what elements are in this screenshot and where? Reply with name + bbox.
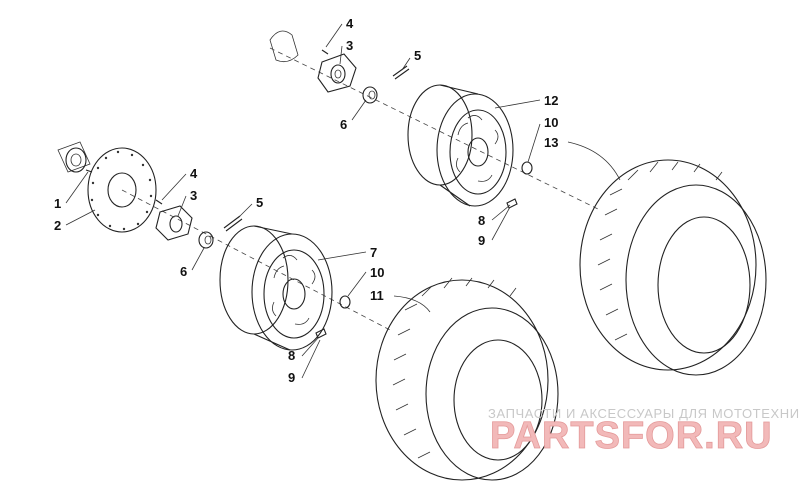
- callout-front-5: 5: [414, 48, 421, 63]
- callout-rear-2: 2: [54, 218, 61, 233]
- callout-rear-5: 5: [256, 195, 263, 210]
- callout-rear-6: 6: [180, 264, 187, 279]
- callout-rear-4: 4: [190, 166, 198, 181]
- lower-cotter-pin: [223, 215, 243, 232]
- callout-rear-11: 11: [370, 288, 384, 303]
- callout-labels: 4 3 5 6 12 10 13 8 9 1 2 4 3 5 6 7 10 11…: [54, 16, 558, 385]
- lower-stud: [155, 199, 163, 205]
- lower-bearing-housing: [57, 141, 91, 173]
- callout-front-6: 6: [340, 117, 347, 132]
- callout-rear-3: 3: [190, 188, 197, 203]
- upper-nut: [362, 86, 378, 104]
- callout-rear-1: 1: [54, 196, 61, 211]
- upper-lug-nut: [521, 161, 533, 175]
- lower-axle-assembly: [57, 141, 559, 481]
- upper-cotter-pin: [392, 65, 410, 80]
- callout-front-9: 9: [478, 233, 485, 248]
- upper-hub: [317, 53, 357, 93]
- callout-rear-10: 10: [370, 265, 384, 280]
- lower-lug-nut: [339, 295, 351, 309]
- watermark: ЗАПЧАСТИ И АКСЕССУАРЫ ДЛЯ МОТОТЕХНИКИ PA…: [488, 406, 800, 457]
- upper-stud: [321, 49, 329, 55]
- watermark-tagline: ЗАПЧАСТИ И АКСЕССУАРЫ ДЛЯ МОТОТЕХНИКИ: [488, 406, 800, 421]
- upper-rim: [407, 84, 514, 207]
- leader-lines: [65, 23, 621, 379]
- brake-disc: [87, 147, 157, 233]
- callout-front-8: 8: [478, 213, 485, 228]
- lower-hub: [155, 205, 193, 241]
- callout-rear-9: 9: [288, 370, 295, 385]
- callout-front-13: 13: [544, 135, 558, 150]
- watermark-logo: PARTSFOR.RU: [490, 415, 773, 457]
- lower-rim: [219, 225, 333, 351]
- callout-rear-8: 8: [288, 348, 295, 363]
- upper-tire: [579, 159, 767, 376]
- upper-axle-assembly: [269, 30, 767, 376]
- callout-front-4: 4: [346, 16, 354, 31]
- callout-front-3: 3: [346, 38, 353, 53]
- lower-tire: [375, 277, 559, 481]
- lower-nut: [198, 231, 214, 249]
- callout-rear-7: 7: [370, 245, 377, 260]
- callout-front-10: 10: [544, 115, 558, 130]
- callout-front-12: 12: [544, 93, 558, 108]
- lower-valve-stem: [315, 328, 327, 339]
